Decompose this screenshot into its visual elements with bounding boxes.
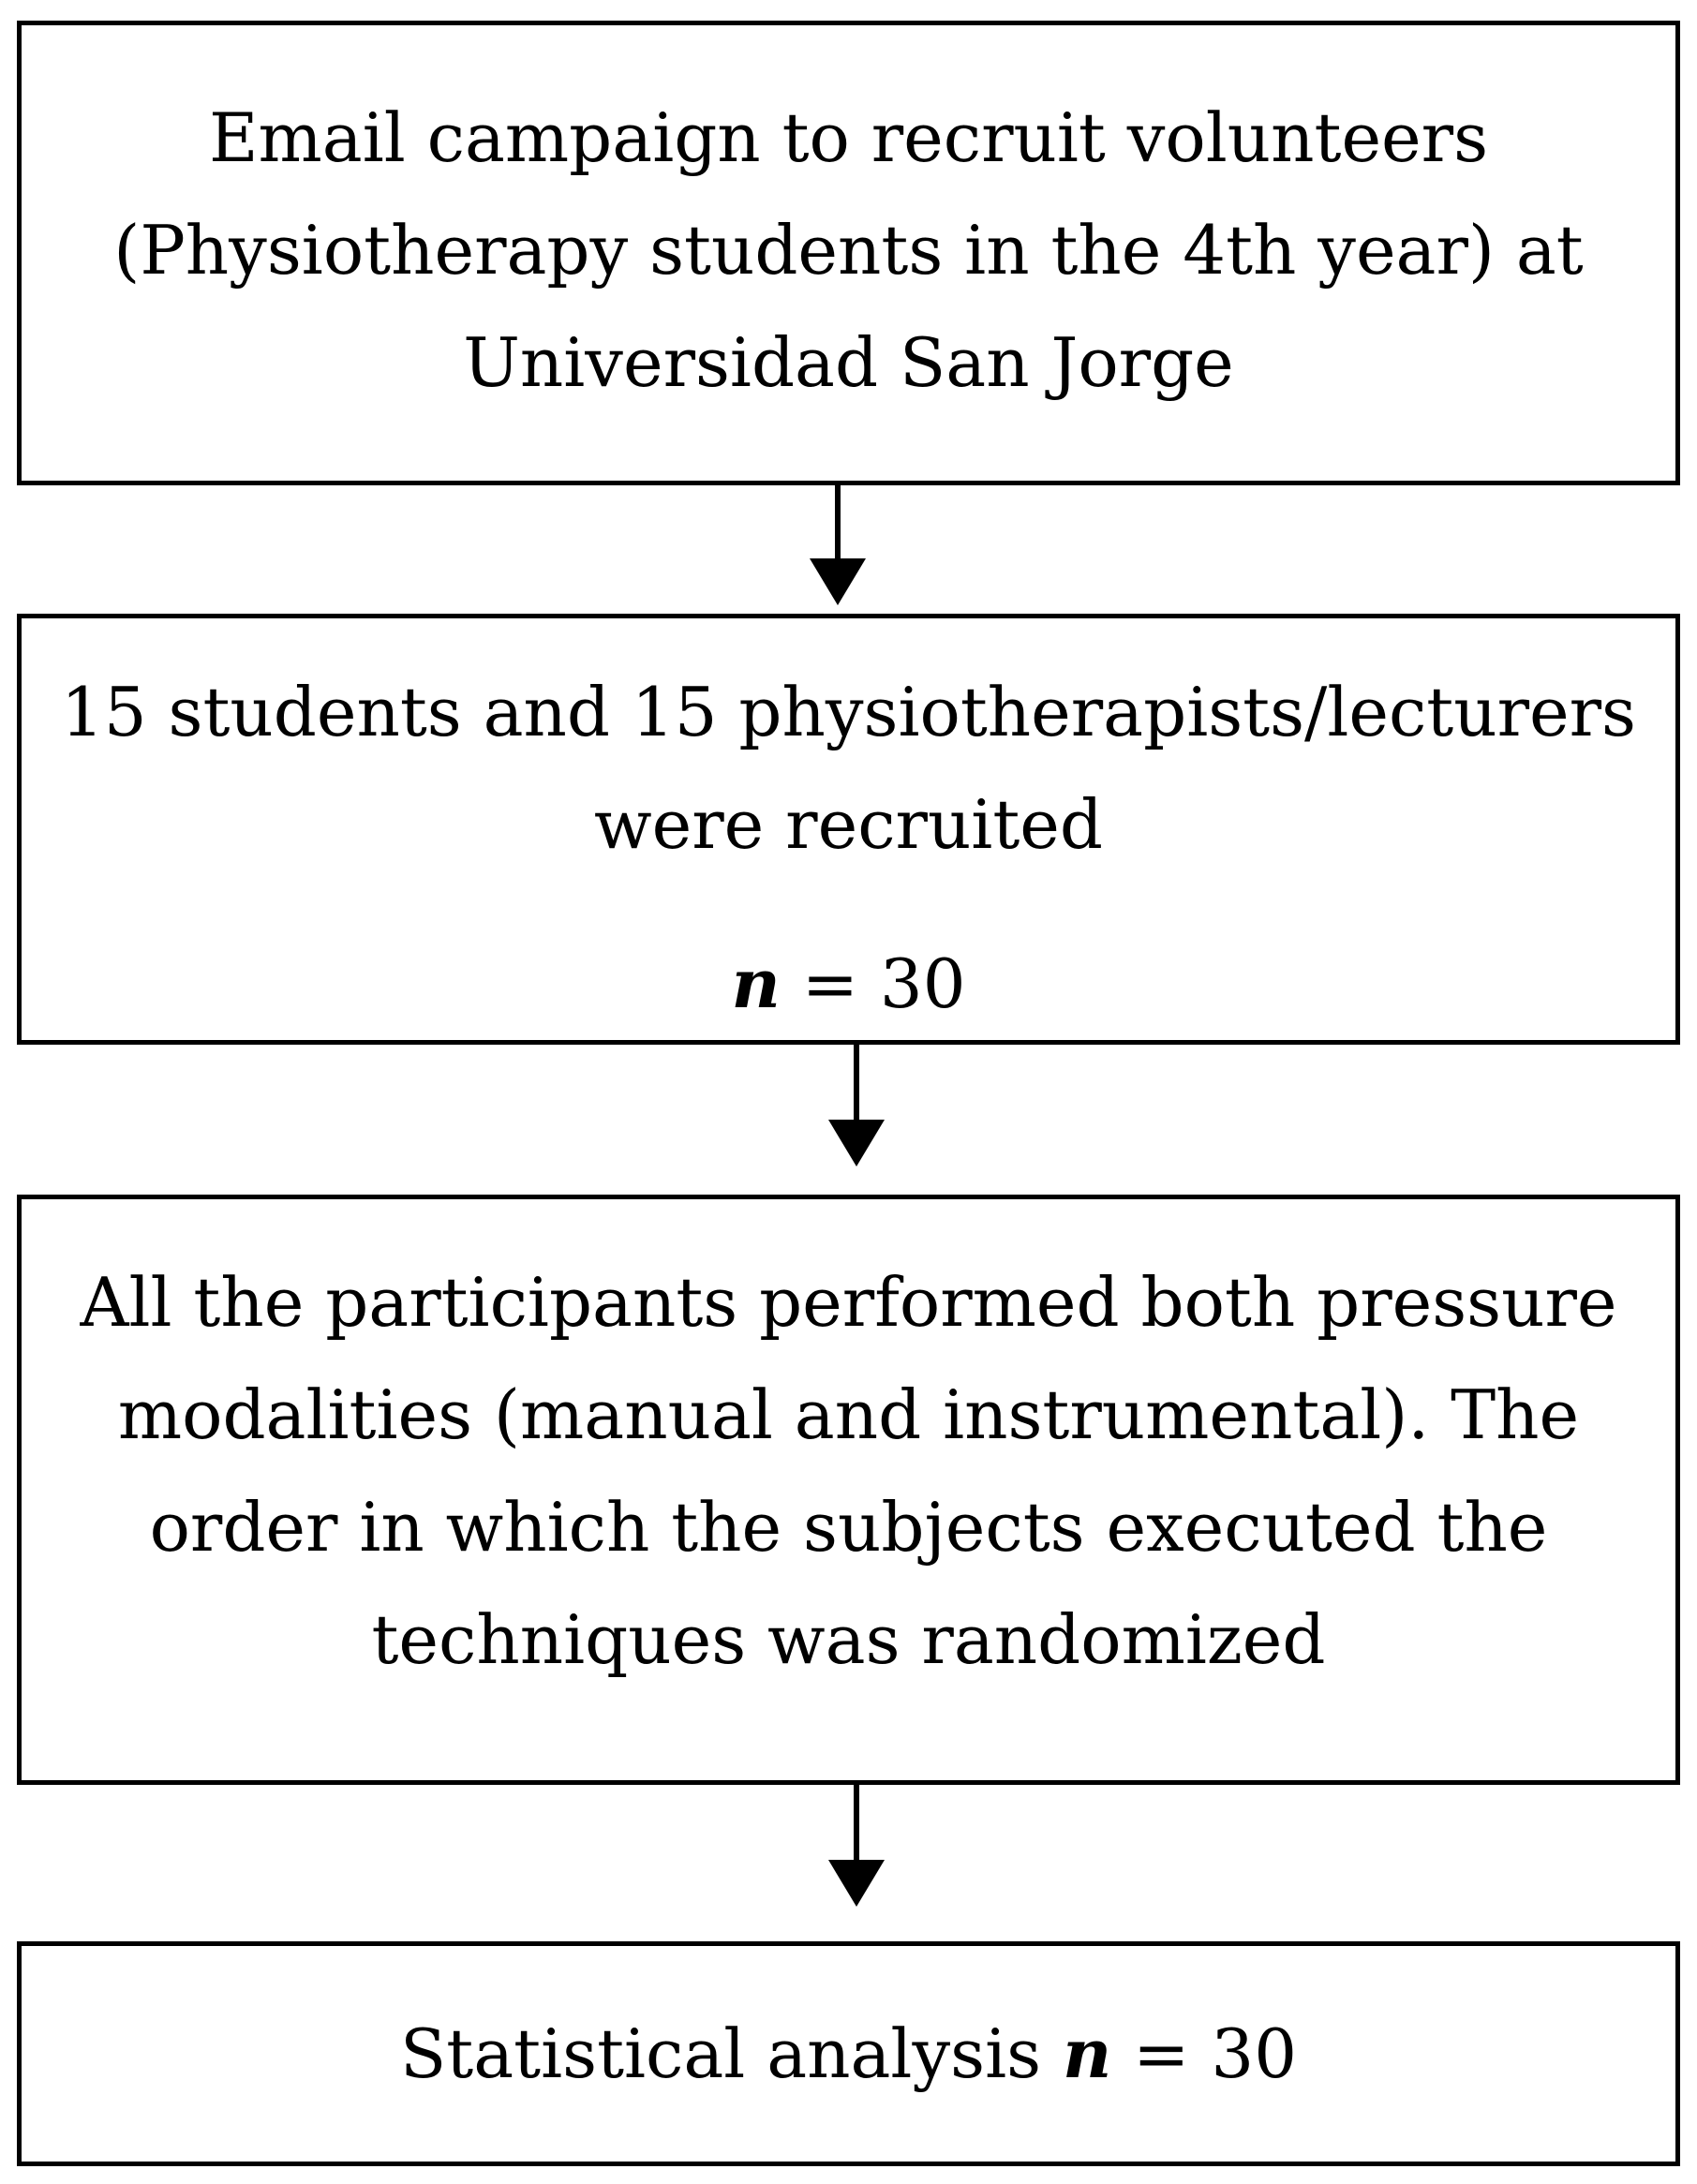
step-4-text: Statistical analysis [399, 2014, 1063, 2093]
step-1-line-2: (Physiotherapy students in the 4th year)… [113, 211, 1584, 290]
n-symbol: n [731, 943, 781, 1023]
step-3-line-4: techniques was randomized [371, 1600, 1326, 1679]
down-arrow-icon [828, 1785, 885, 1907]
step-3-line-1: All the participants performed both pres… [80, 1263, 1617, 1342]
step-2-sample-size: n = 30 [731, 928, 965, 1040]
step-3-line-3: order in which the subjects executed the [149, 1488, 1548, 1567]
step-1-box: Email campaign to recruit volunteers (Ph… [17, 21, 1680, 485]
step-1-line-3: Universidad San Jorge [463, 323, 1234, 402]
step-1-line-1: Email campaign to recruit volunteers [208, 98, 1489, 177]
down-arrow-icon [828, 1045, 885, 1166]
n-symbol: n [1062, 2013, 1112, 2093]
step-3-line-2: modalities (manual and instrumental). Th… [117, 1375, 1580, 1454]
step-2-line-2: were recruited [594, 785, 1103, 864]
step-4-box: Statistical analysis n = 30 [17, 1941, 1680, 2166]
down-arrow-icon [810, 485, 866, 605]
n-value: = 30 [1111, 2014, 1298, 2093]
step-2-box: 15 students and 15 physiotherapists/lect… [17, 614, 1680, 1045]
step-3-box: All the participants performed both pres… [17, 1195, 1680, 1785]
n-value: = 30 [780, 944, 966, 1023]
step-2-line-1: 15 students and 15 physiotherapists/lect… [61, 673, 1636, 751]
step-4-line: Statistical analysis n = 30 [400, 1998, 1297, 2110]
